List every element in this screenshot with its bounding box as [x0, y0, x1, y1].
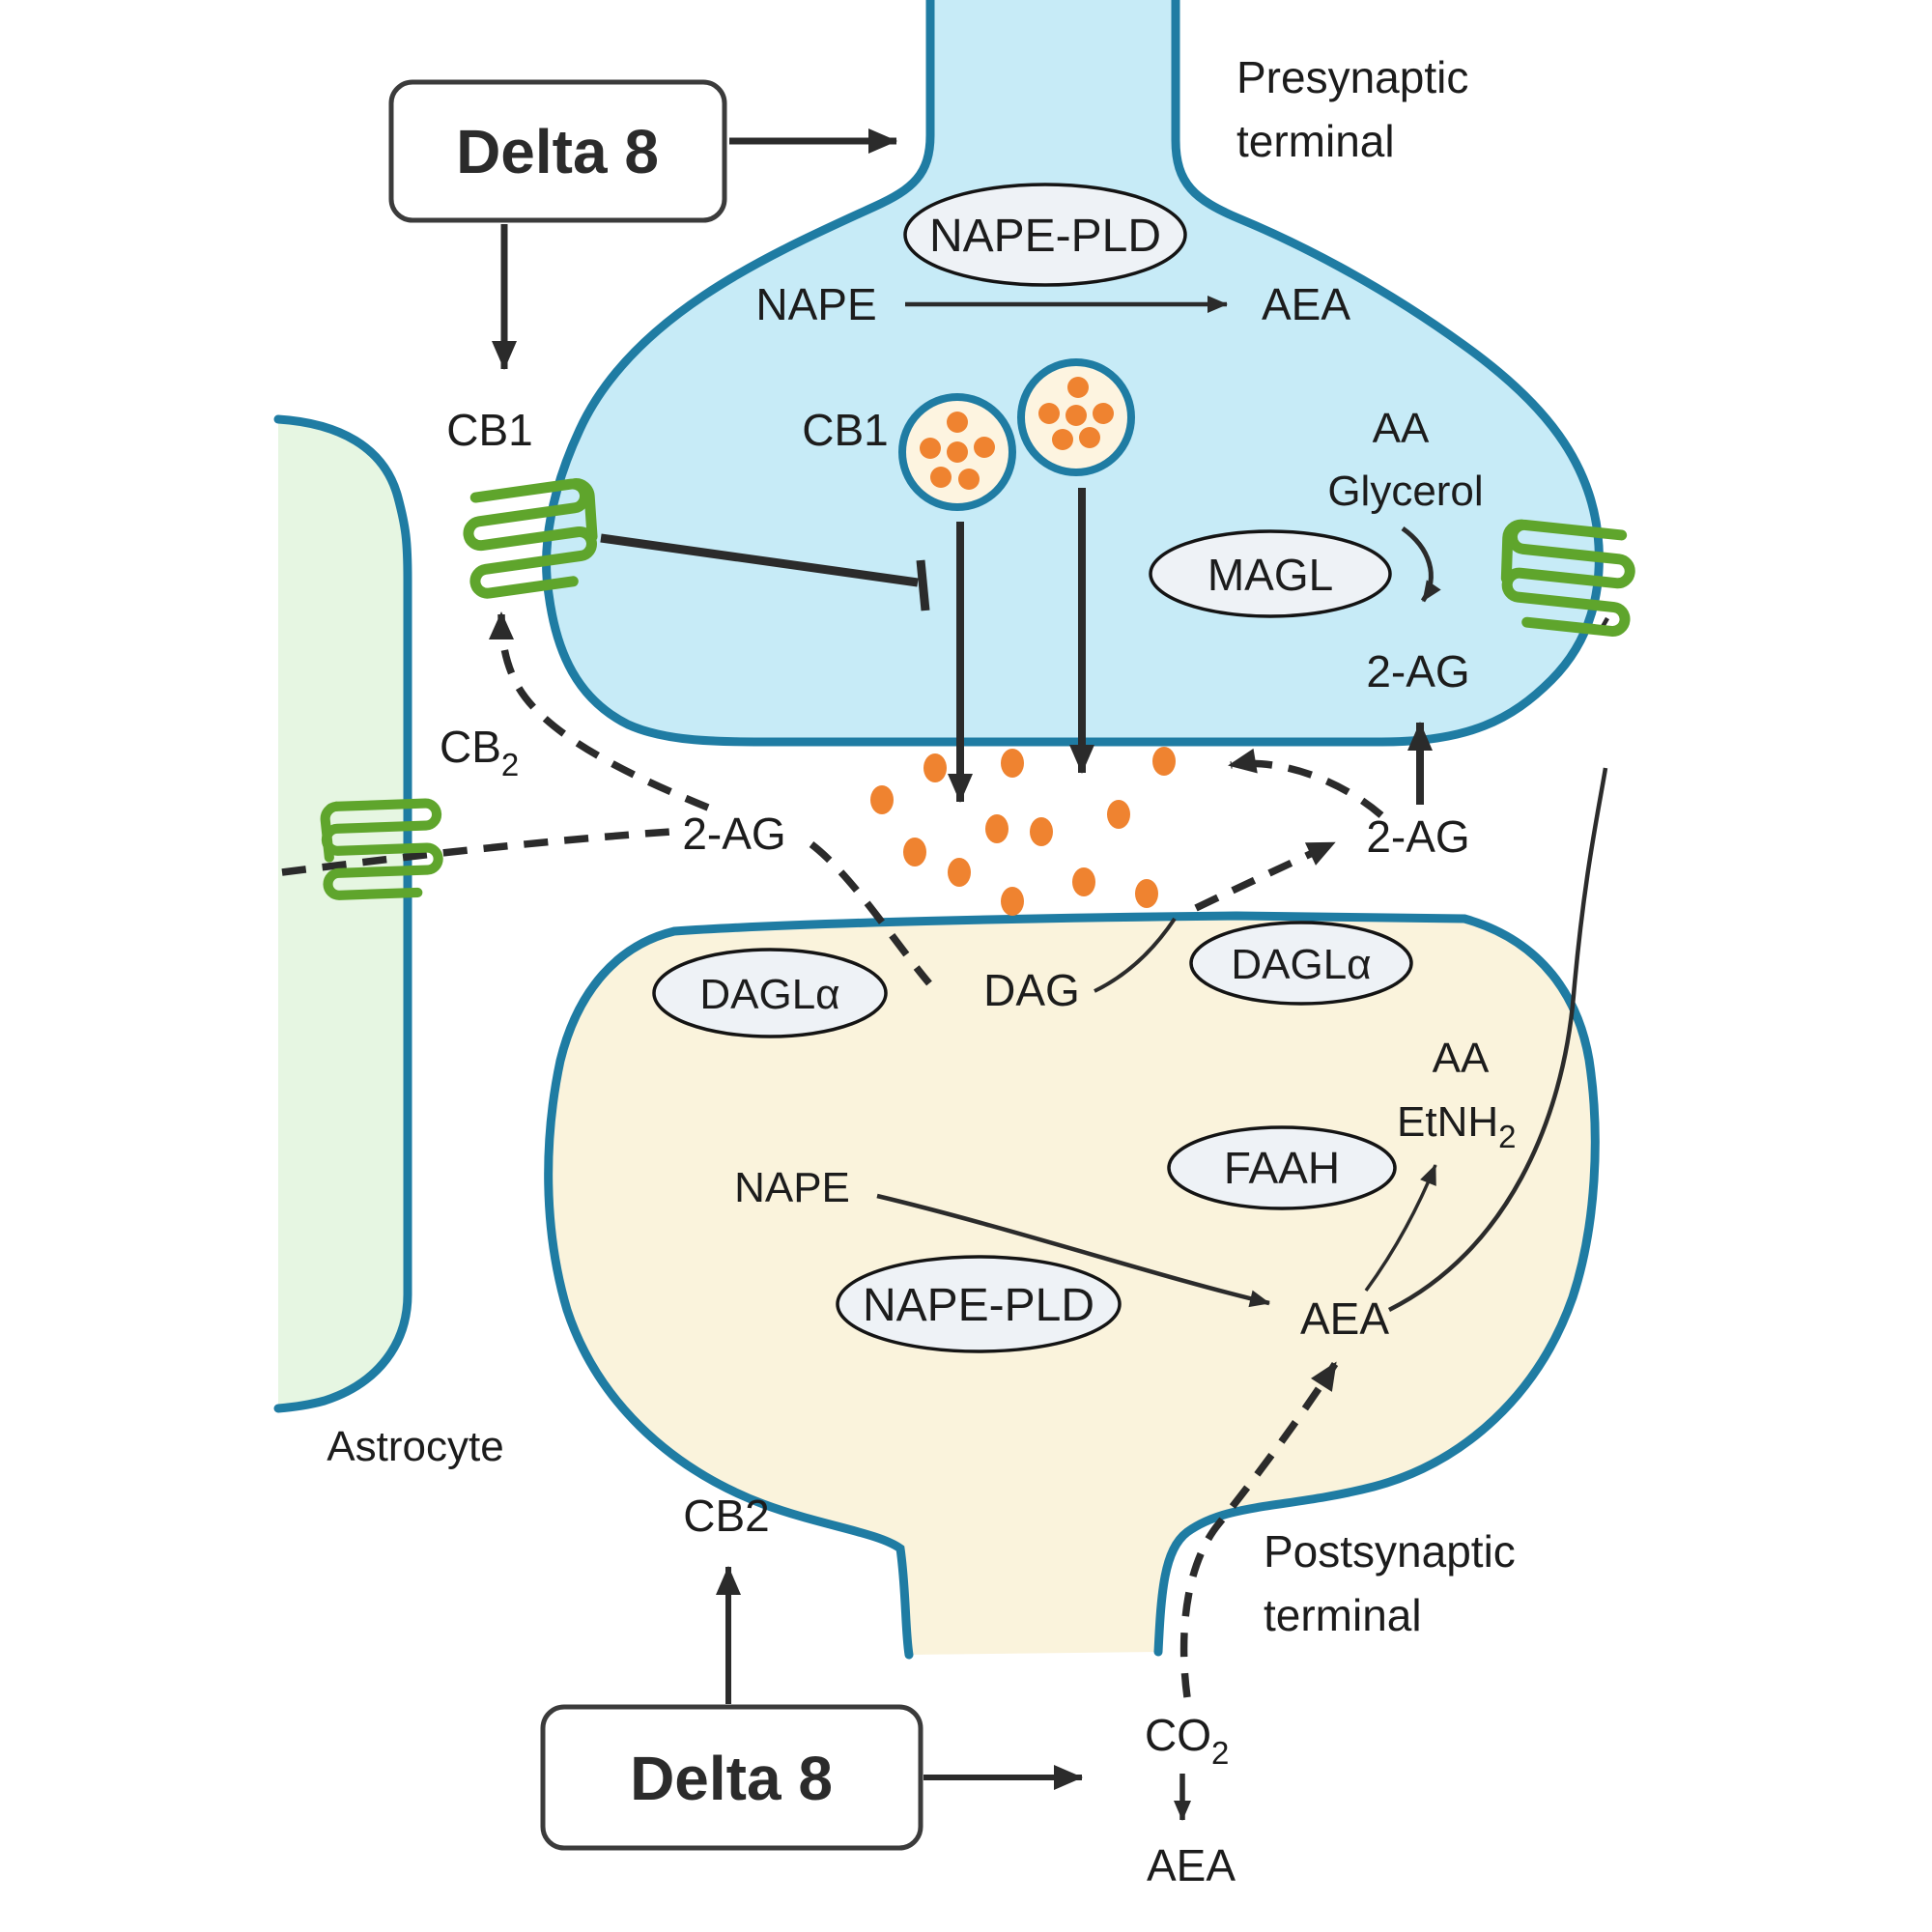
etnh2-label-main: EtNH: [1397, 1098, 1498, 1146]
delta8-box-bottom-label: Delta 8: [630, 1744, 833, 1813]
vesicle-dot: [947, 412, 968, 433]
magl-label: MAGL: [1208, 550, 1333, 600]
twoag-cleft-right-label: 2-AG: [1366, 811, 1469, 862]
vesicle-dot: [930, 467, 952, 488]
nape-post-label: NAPE: [734, 1164, 850, 1211]
curve-dag-to-2ag-solid: [1094, 917, 1177, 993]
aa-pre-label: AA: [1373, 405, 1430, 452]
arrow-nape-to-aea-post: [876, 1193, 1270, 1308]
presynaptic-terminal-label-line2: terminal: [1236, 116, 1395, 166]
vesicle-dot: [920, 438, 941, 459]
aea-bottom-label: AEA: [1147, 1840, 1236, 1890]
co2-label-sub: 2: [1211, 1735, 1229, 1771]
vesicle: [1017, 358, 1135, 476]
aa-post-label: AA: [1433, 1035, 1490, 1082]
arrow-aea-to-etnh2: [1364, 1164, 1437, 1293]
dashed-dag-to-2ag-right: [1194, 839, 1336, 912]
co2-label-main: CO: [1145, 1710, 1211, 1760]
vesicle-dot: [1052, 429, 1073, 450]
vesicle-dot: [958, 469, 980, 490]
dashed-2ag-to-dagl: [809, 841, 932, 986]
enzyme-oval-magl: [1149, 529, 1392, 618]
arrow-magl-to-2ag: [1401, 526, 1441, 603]
twoag-pre-label: 2-AG: [1366, 646, 1469, 696]
nape-pld-post-label: NAPE-PLD: [863, 1280, 1094, 1331]
faah-label: FAAH: [1224, 1143, 1340, 1193]
inhibition-line-cb1: [600, 533, 919, 587]
postsynaptic-terminal-label-line1: Postsynaptic: [1264, 1526, 1516, 1577]
dashed-2ag-to-cb1-receptor: [489, 611, 710, 811]
cb1-receptor-icon-left: [463, 478, 598, 599]
astrocyte-label: Astrocyte: [327, 1423, 503, 1470]
cb2-receptor-icon-astrocyte: [320, 798, 443, 900]
cleft-neurotransmitter-dots: [870, 747, 1176, 916]
vesicle-dot: [1093, 403, 1114, 424]
enzyme-oval-faah: [1167, 1125, 1397, 1210]
inhibition-bar-cb1: [916, 559, 930, 611]
enzyme-oval-nape-pld-pre: [903, 183, 1187, 287]
vesicle-dot: [974, 437, 995, 458]
aea-post-label: AEA: [1300, 1293, 1389, 1344]
dashed-co2-to-aea-post: [1179, 1361, 1339, 1698]
cb2-outer-label-main: CB: [440, 722, 501, 772]
vesicle-dot: [947, 441, 968, 463]
cb2-bottom-label: CB2: [683, 1491, 769, 1541]
dag-label: DAG: [983, 965, 1080, 1015]
nape-pre-label: NAPE: [755, 279, 876, 329]
astrocyte-shape: [278, 419, 408, 1408]
cb1-outer-label: CB1: [446, 405, 532, 455]
cb2-outer-label-sub: 2: [501, 747, 519, 782]
presynaptic-terminal-label-line1: Presynaptic: [1236, 52, 1468, 102]
astrocyte-membrane: [273, 414, 412, 1413]
dagl-left-label: DAGLα: [699, 971, 839, 1018]
dagl-right-label: DAGLα: [1231, 941, 1371, 988]
delta8-box-top: [388, 79, 727, 223]
vesicle: [898, 393, 1016, 511]
delta8-box-bottom: [540, 1704, 923, 1851]
etnh2-label-sub: 2: [1498, 1119, 1516, 1154]
glycerol-label: Glycerol: [1327, 468, 1483, 515]
co2-label: CO2: [1145, 1710, 1229, 1771]
cb2-outer-label: CB2: [440, 722, 519, 782]
dashed-astrocyte-cb2-to-2ag: [281, 828, 671, 876]
vesicle-dot: [1038, 403, 1060, 424]
delta8-box-top-label: Delta 8: [456, 117, 659, 186]
curve-aea-retrograde: [1387, 767, 1608, 1313]
enzyme-oval-dagl-right: [1189, 921, 1413, 1006]
vesicle-dot: [1079, 427, 1100, 448]
twoag-cleft-left-label: 2-AG: [682, 809, 785, 859]
dashed-2ag-to-cleft: [1228, 748, 1384, 818]
nape-pld-pre-label: NAPE-PLD: [929, 211, 1161, 262]
vesicle-dot: [1067, 377, 1089, 398]
aea-pre-label: AEA: [1262, 279, 1350, 329]
etnh2-label: EtNH2: [1397, 1098, 1516, 1154]
postsynaptic-membrane: [544, 911, 1600, 1660]
vesicle-dot: [1065, 405, 1087, 426]
cb1-receptor-icon-right: [1500, 519, 1635, 637]
enzyme-oval-dagl-left: [652, 948, 888, 1038]
enzyme-oval-nape-pld-post: [836, 1255, 1122, 1353]
postsynaptic-terminal-label-line2: terminal: [1264, 1590, 1422, 1640]
cb1-inner-label: CB1: [802, 405, 888, 455]
